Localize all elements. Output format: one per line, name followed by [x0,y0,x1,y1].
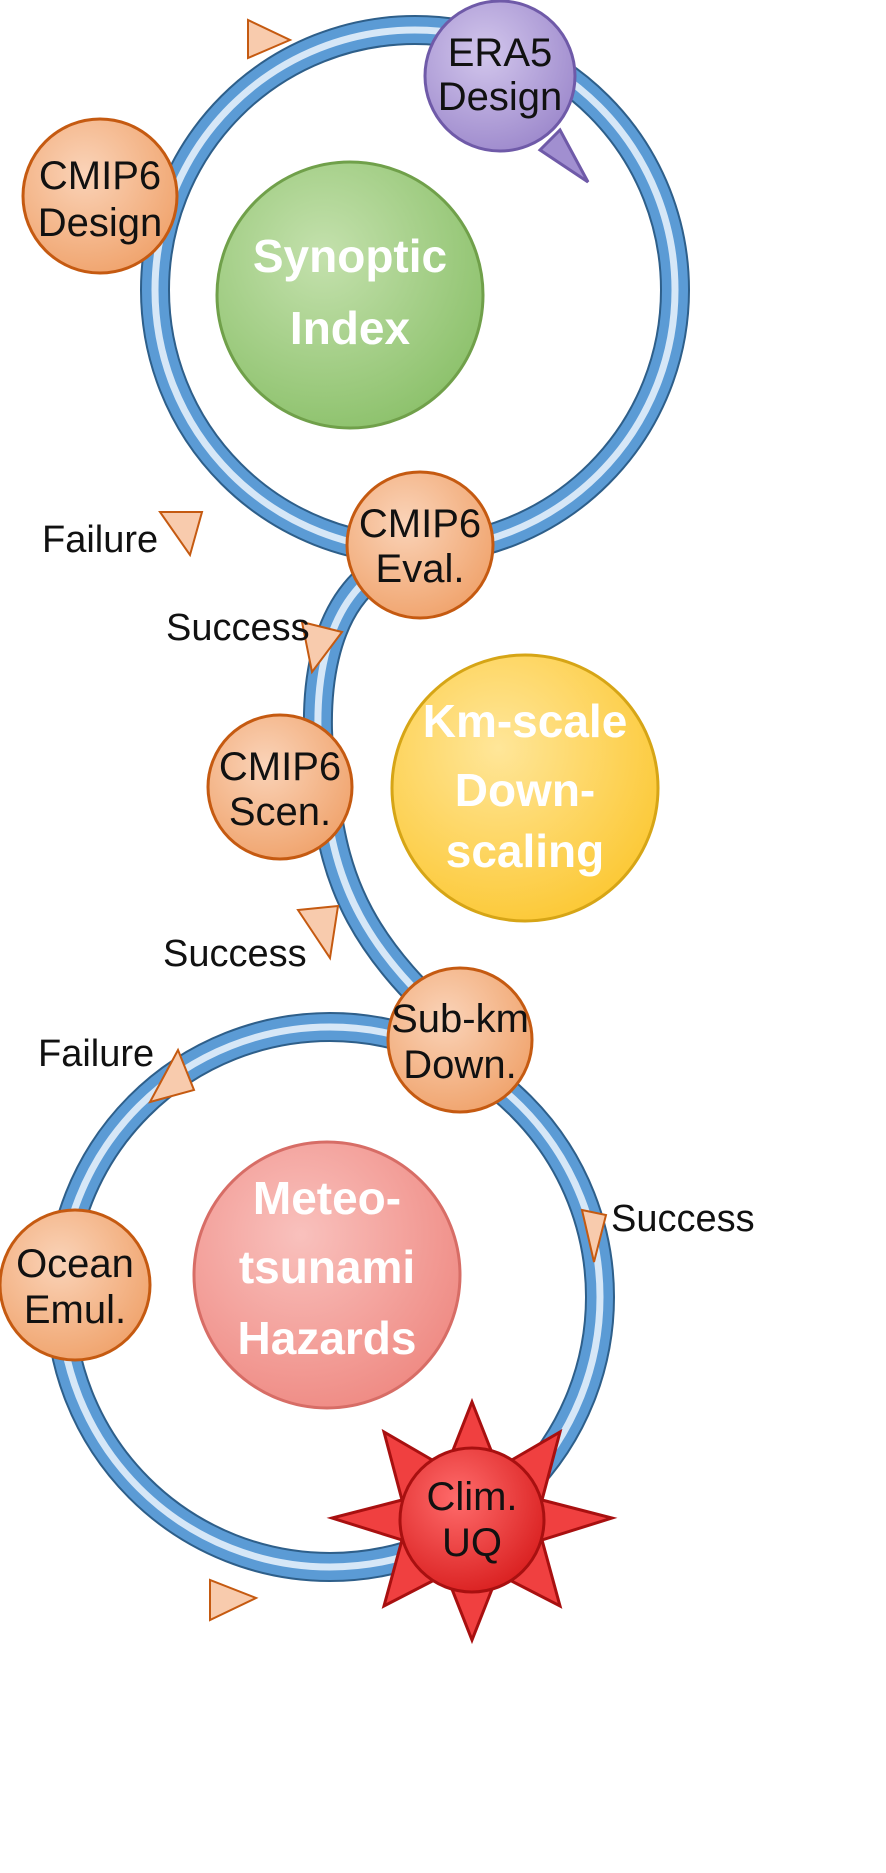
hub-km-line1: Km-scale [423,695,628,747]
arrow-right-success [580,1208,608,1263]
cmip6-eval-line2: Eval. [376,547,465,591]
arrow-top-right [247,18,293,60]
cmip6-design-line2: Design [38,201,163,245]
hub-meteo-line3: Hazards [238,1312,417,1364]
ocean-emul-line1: Ocean [16,1242,134,1286]
cmip6-scen-line1: CMIP6 [219,745,341,789]
node-era5-design: ERA5 Design [423,0,590,184]
node-sub-km-down: Sub-km Down. [386,966,534,1114]
node-ocean-emul: Ocean Emul. [0,1208,152,1362]
hub-km-scale-downscaling: Km-scale Down- scaling [390,653,660,923]
label-success-right: Success [611,1198,755,1240]
era5-line1: ERA5 [448,31,553,75]
hub-synoptic-index: Synoptic Index [215,160,485,430]
node-cmip6-scen: CMIP6 Scen. [206,713,354,861]
hub-meteo-line2: tsunami [239,1241,415,1293]
node-cmip6-eval: CMIP6 Eval. [345,470,495,620]
node-cmip6-design: CMIP6 Design [21,117,179,275]
sub-km-line2: Down. [403,1043,516,1087]
hub-meteotsunami-hazards: Meteo- tsunami Hazards [192,1140,462,1410]
arrow-success-2 [296,904,340,961]
era5-line2: Design [438,75,563,119]
hub-meteo-line1: Meteo- [253,1172,401,1224]
label-failure-bottom: Failure [38,1033,154,1075]
hub-km-line2: Down- [455,764,596,816]
arrow-left-failure [158,511,204,558]
clim-uq-line1: Clim. [426,1475,517,1519]
arrow-success-1 [300,620,344,675]
hub-synoptic-line2: Index [290,302,411,354]
label-failure-top: Failure [42,519,158,561]
label-success-2: Success [163,933,307,975]
sub-km-line1: Sub-km [391,997,529,1041]
cmip6-scen-line2: Scen. [229,790,331,834]
clim-uq-line2: UQ [442,1521,502,1565]
hub-synoptic-line1: Synoptic [253,230,447,282]
flow-arrows [148,18,608,1622]
arrow-bottom-failure [148,1047,196,1104]
node-clim-uq: Clim. UQ [326,1397,618,1645]
ocean-emul-line2: Emul. [24,1288,126,1332]
cmip6-eval-line1: CMIP6 [359,502,481,546]
label-success-1: Success [166,607,310,649]
cmip6-design-line1: CMIP6 [39,154,161,198]
arrow-bottom-left [209,1578,259,1622]
hub-km-line3: scaling [446,825,605,877]
